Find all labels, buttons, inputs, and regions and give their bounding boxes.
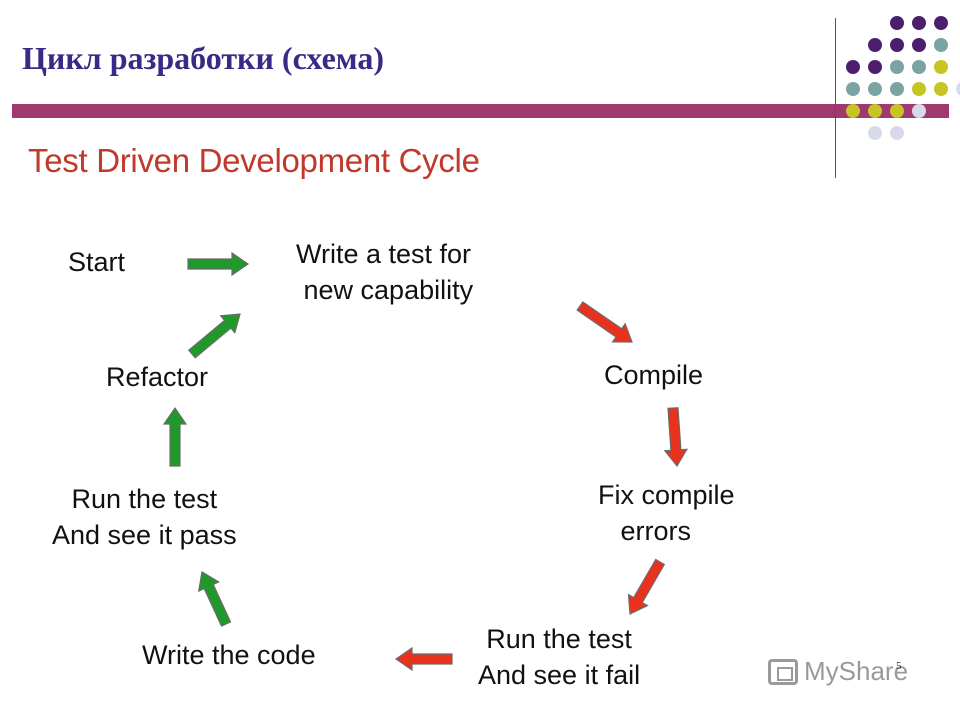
step-run-pass: Run the test And see it pass (52, 484, 237, 550)
watermark: MyShare (768, 656, 908, 687)
decor-dot (868, 38, 882, 52)
decor-dot (912, 104, 926, 118)
decor-dot (912, 16, 926, 30)
arrow-run-pass-to-refactor (162, 406, 188, 467)
decor-dot (890, 38, 904, 52)
step-compile: Compile (604, 360, 704, 390)
decor-dot (890, 82, 904, 96)
decor-dot (868, 82, 882, 96)
decor-dot (890, 60, 904, 74)
decor-dot (912, 82, 926, 96)
decor-dot (934, 38, 948, 52)
decor-dot (912, 38, 926, 52)
step-write-code: Write the code (142, 640, 316, 670)
slide-title: Цикл разработки (схема) (22, 40, 384, 76)
decor-dot (846, 60, 860, 74)
watermark-logo-icon (768, 658, 798, 685)
arrow-run-fail-to-write-code (394, 646, 453, 672)
arrow-compile-to-fix (663, 407, 688, 468)
arrow-write-test-to-compile (576, 301, 633, 343)
watermark-text: MyShare (804, 656, 909, 686)
decor-dot (912, 60, 926, 74)
step-run-fail: Run the test And see it fail (478, 624, 641, 690)
decor-dot (956, 82, 960, 96)
arrow-refactor-to-write-test (187, 313, 241, 359)
decor-dot (846, 104, 860, 118)
diagram-title: Test Driven Development Cycle (28, 142, 480, 179)
step-start: Start (68, 247, 126, 277)
decor-dot (846, 82, 860, 96)
arrow-fix-to-run-fail (627, 558, 666, 615)
arrow-write-code-to-run-pass (197, 571, 232, 627)
step-fix-errors: Fix compile errors (598, 480, 735, 546)
decor-dot (890, 16, 904, 30)
decor-dot (934, 60, 948, 74)
step-write-test: Write a test for new capability (296, 239, 474, 305)
title-underline-bar (12, 104, 949, 118)
arrow-start-to-write-test (187, 251, 250, 277)
decor-dot (934, 16, 948, 30)
page-number: 5 (896, 660, 902, 672)
decor-dot (890, 104, 904, 118)
decor-dot (868, 126, 882, 140)
decor-dot (890, 126, 904, 140)
decor-dot (934, 82, 948, 96)
decor-dot (868, 104, 882, 118)
step-refactor: Refactor (106, 362, 209, 392)
decor-divider-line (835, 18, 836, 178)
decor-dot (868, 60, 882, 74)
